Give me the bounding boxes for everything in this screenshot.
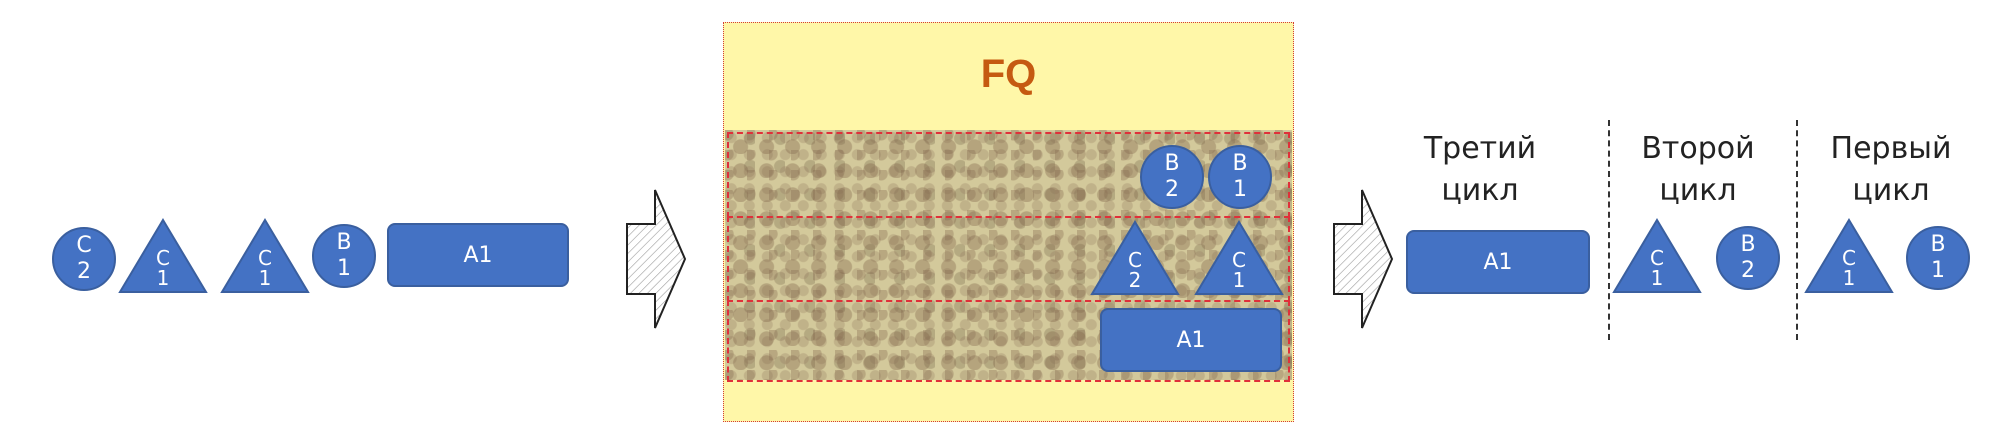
packet-number: 2 bbox=[77, 259, 91, 284]
packet-a1-rect: A1 bbox=[387, 223, 569, 287]
packet-letter: C bbox=[1232, 248, 1246, 272]
packet-letter: B bbox=[1740, 232, 1756, 257]
packet-letter: C bbox=[258, 246, 272, 270]
cycle-divider bbox=[1608, 120, 1610, 340]
cycle-3-label: Третий цикл bbox=[1423, 131, 1537, 208]
cycle-2-label: Второй цикл bbox=[1641, 131, 1755, 208]
packet-number: 1 bbox=[1232, 268, 1246, 292]
fq-title: FQ bbox=[980, 52, 1037, 96]
packet-b1-circle: B 1 bbox=[1906, 226, 1970, 290]
packet-letter: C bbox=[1842, 246, 1856, 270]
packet-letter: B bbox=[1930, 232, 1946, 257]
packet-b2-circle: B 2 bbox=[1716, 226, 1780, 290]
fq-lane-b bbox=[727, 132, 1290, 218]
packet-letter: C bbox=[1650, 246, 1664, 270]
packet-b2-circle: B 2 bbox=[1140, 145, 1204, 209]
packet-letter: B bbox=[1164, 151, 1180, 176]
packet-label: A1 bbox=[1483, 249, 1513, 275]
packet-letter: C bbox=[1128, 248, 1142, 272]
packet-a1-rect: A1 bbox=[1100, 308, 1282, 372]
packet-number: 1 bbox=[1842, 266, 1856, 290]
packet-number: 2 bbox=[1128, 268, 1142, 292]
packet-number: 1 bbox=[1650, 266, 1664, 290]
fq-lane-a bbox=[727, 300, 1290, 382]
packet-b1-circle: B 1 bbox=[312, 224, 376, 288]
packet-b1-circle: B 1 bbox=[1208, 145, 1272, 209]
cycle-divider bbox=[1796, 120, 1798, 340]
packet-number: 1 bbox=[258, 266, 272, 290]
packet-label: A1 bbox=[1176, 327, 1206, 353]
packet-a1-rect: A1 bbox=[1406, 230, 1590, 294]
packet-number: 2 bbox=[1741, 258, 1755, 283]
packet-letter: B bbox=[1232, 151, 1248, 176]
cycle-1-label: Первый цикл bbox=[1830, 131, 1952, 208]
packet-number: 2 bbox=[1165, 177, 1179, 202]
packet-c2-circle: C 2 bbox=[52, 227, 116, 291]
packet-number: 1 bbox=[1931, 258, 1945, 283]
packet-letter: B bbox=[336, 230, 352, 255]
right-arrow-icon bbox=[626, 189, 687, 329]
right-arrow-icon bbox=[1333, 189, 1394, 329]
packet-letter: C bbox=[156, 246, 170, 270]
packet-letter: C bbox=[76, 233, 92, 258]
packet-number: 1 bbox=[337, 256, 351, 281]
packet-number: 1 bbox=[1233, 177, 1247, 202]
packet-number: 1 bbox=[156, 266, 170, 290]
packet-label: A1 bbox=[463, 242, 493, 268]
